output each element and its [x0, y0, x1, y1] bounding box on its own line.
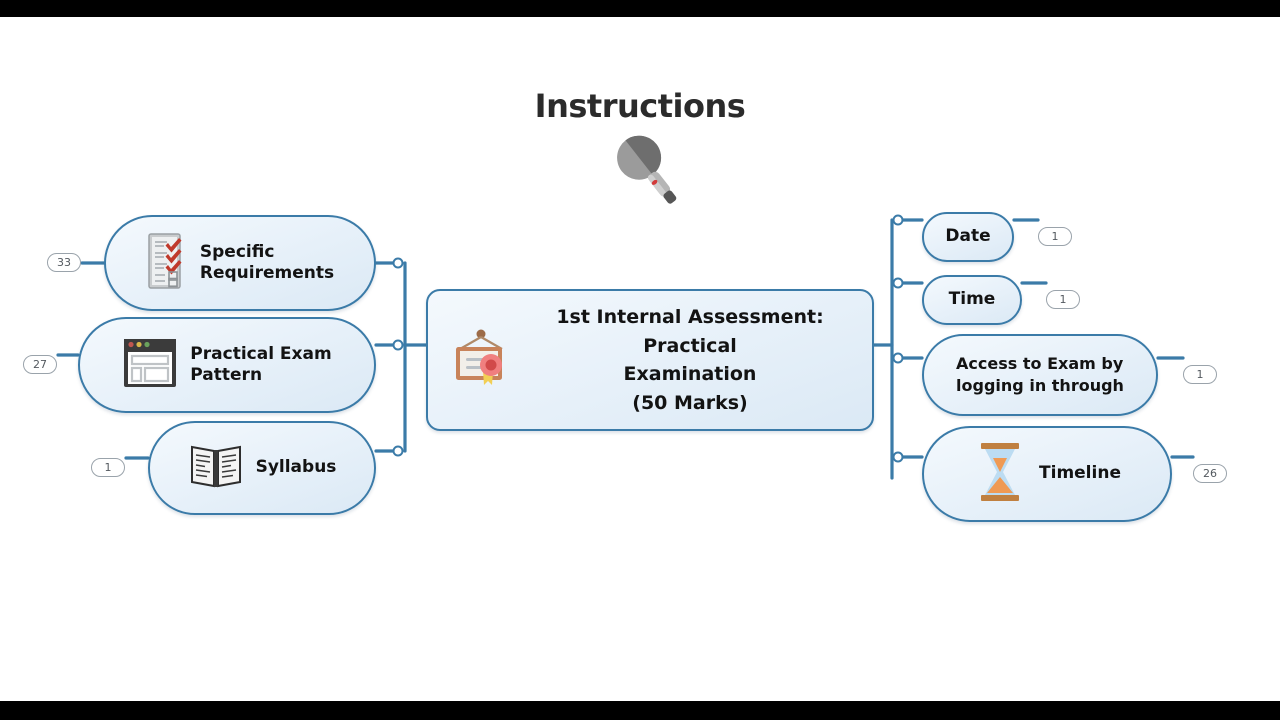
node-timeline-label: Timeline	[1039, 463, 1121, 484]
node-access-to-exam[interactable]: Access to Exam by logging in through	[922, 334, 1158, 416]
node-timeline[interactable]: Timeline	[922, 426, 1172, 522]
page-title: Instructions	[534, 87, 746, 125]
badge-specific-requirements[interactable]: 33	[47, 253, 81, 272]
node-date-label: Date	[945, 226, 991, 247]
node-specific-requirements-label: Specific Requirements	[199, 241, 335, 283]
hourglass-icon	[973, 441, 1027, 508]
badge-access-to-exam[interactable]: 1	[1183, 365, 1217, 384]
mindmap-canvas[interactable]: Instructions	[0, 17, 1280, 701]
letterbox-bottom	[0, 701, 1280, 720]
node-access-to-exam-label: Access to Exam by logging in through	[956, 354, 1124, 395]
badge-date[interactable]: 1	[1038, 227, 1072, 246]
badge-syllabus[interactable]: 1	[91, 458, 125, 477]
node-time-label: Time	[948, 289, 996, 310]
badge-time[interactable]: 1	[1046, 290, 1080, 309]
checklist-icon	[146, 232, 188, 295]
title-block: Instructions	[0, 90, 1280, 211]
open-book-icon	[188, 440, 244, 497]
node-syllabus-label: Syllabus	[255, 457, 337, 478]
node-specific-requirements[interactable]: Specific Requirements	[104, 215, 376, 311]
center-node-label: 1st Internal Assessment: Practical Exami…	[556, 306, 824, 414]
certificate-icon	[450, 329, 512, 392]
node-syllabus[interactable]: Syllabus	[148, 421, 376, 515]
node-practical-exam-pattern-label: Practical Exam Pattern	[190, 343, 332, 385]
badge-practical-exam-pattern[interactable]: 27	[23, 355, 57, 374]
node-practical-exam-pattern[interactable]: Practical Exam Pattern	[78, 317, 376, 413]
badge-timeline[interactable]: 26	[1193, 464, 1227, 483]
node-date[interactable]: Date	[922, 212, 1014, 262]
browser-window-icon	[122, 337, 178, 394]
letterbox-top	[0, 0, 1280, 17]
node-time[interactable]: Time	[922, 275, 1022, 325]
center-node[interactable]: 1st Internal Assessment: Practical Exami…	[426, 289, 874, 431]
microphone-icon	[598, 134, 682, 211]
